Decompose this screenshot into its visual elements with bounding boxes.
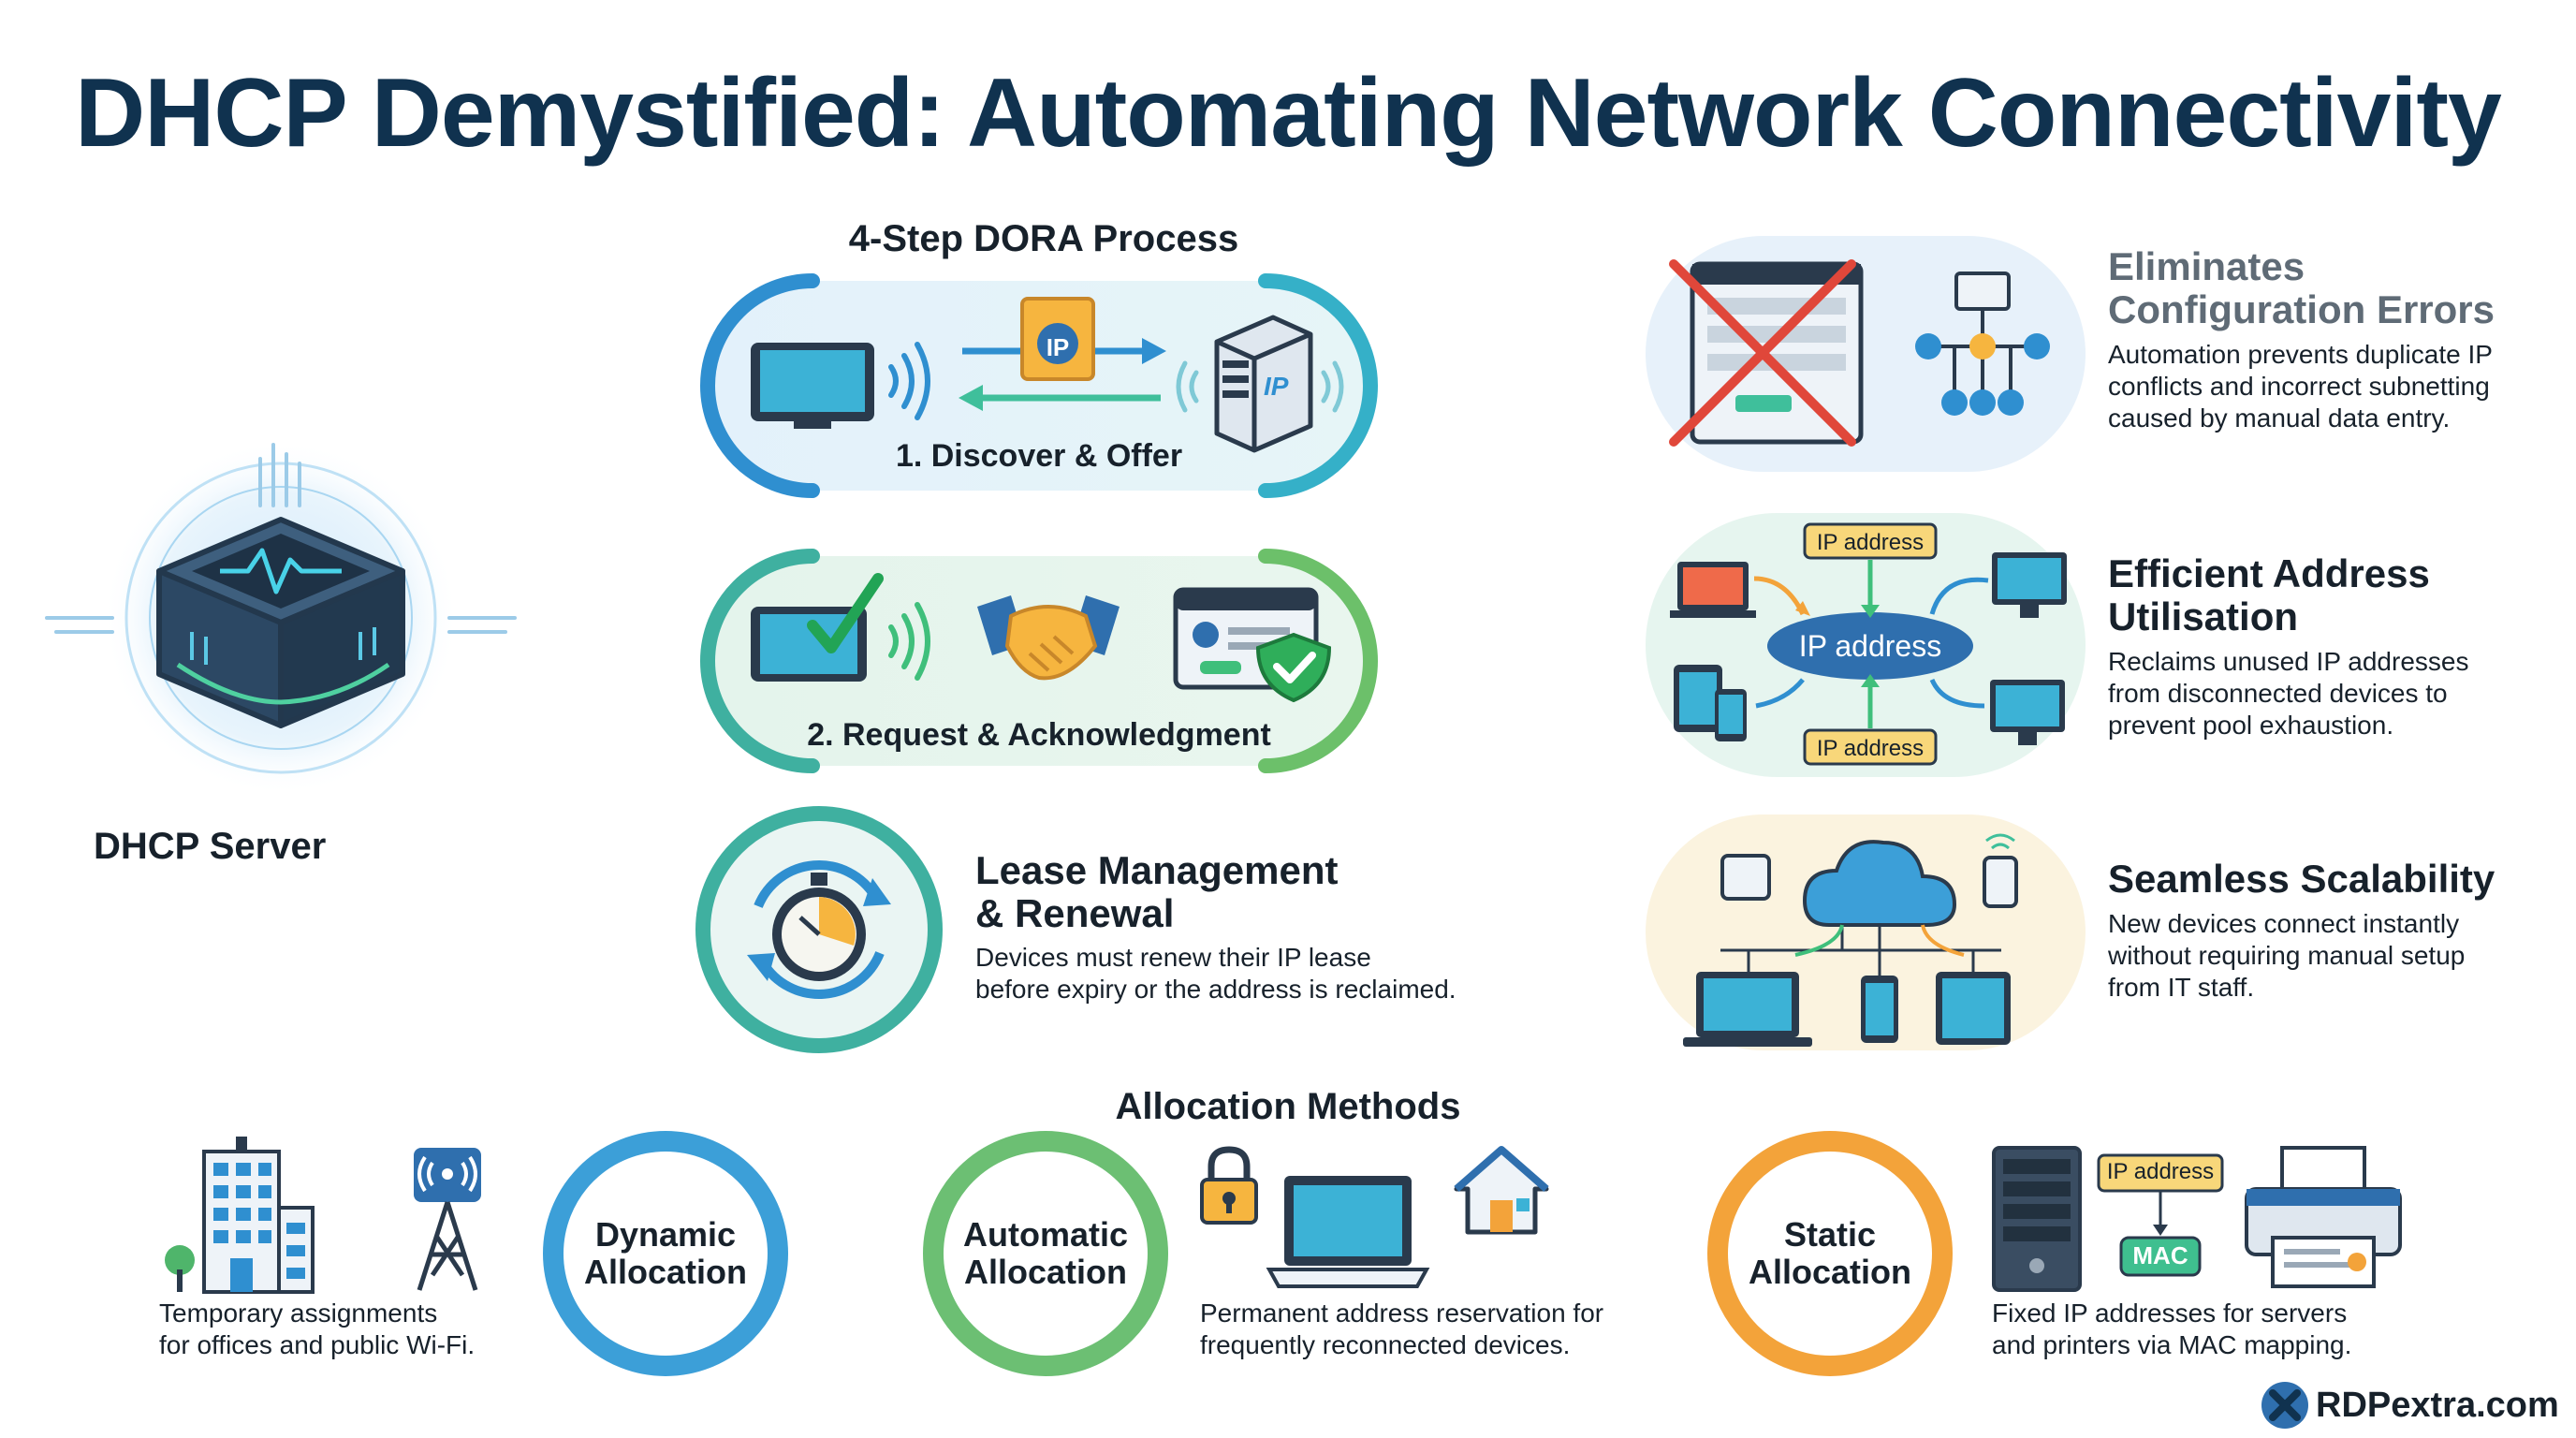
benefit-scalability-desc-line2: without requiring manual setup: [2108, 941, 2466, 970]
ip-document-badge: IP: [1046, 333, 1070, 361]
benefit-utilisation-title-line2: Utilisation: [2108, 594, 2299, 638]
signal-waves-icon: [888, 342, 930, 420]
brand-name: RDPextra.com: [2316, 1386, 2559, 1425]
dynamic-allocation-line2: Allocation: [583, 1253, 747, 1291]
dynamic-allocation-line1: Dynamic: [594, 1215, 737, 1254]
benefit-scalability-title: Seamless Scalability: [2108, 857, 2496, 901]
dora-step1-pill: [700, 273, 1378, 498]
server-tower-icon: [1214, 315, 1313, 453]
printer-icon: [2245, 1146, 2402, 1288]
static-mac-tag: MAC: [2132, 1241, 2188, 1269]
ip-mac-mapping-icon: [2097, 1153, 2224, 1277]
benefit-utilisation-card: [1646, 513, 2086, 777]
lease-desc-line2: before expiry or the address is reclaime…: [975, 975, 1456, 1004]
automatic-allocation-ring: Automatic Allocation: [923, 1131, 1168, 1376]
home-icon: [1454, 1146, 1549, 1235]
lease-desc-line1: Devices must renew their IP lease: [975, 943, 1371, 972]
static-allocation-ring: Static Allocation: [1707, 1131, 1953, 1376]
office-building-icon: [165, 1137, 315, 1294]
padlock-icon: [1200, 1146, 1258, 1225]
rdpextra-logo-icon: [2261, 1382, 2308, 1429]
dynamic-desc-line1: Temporary assignments: [159, 1299, 438, 1328]
dora-heading: 4-Step DORA Process: [848, 218, 1239, 259]
dhcp-server-icon: [45, 440, 517, 796]
benefit-errors-desc-line2: conflicts and incorrect subnetting: [2108, 372, 2490, 401]
automatic-desc-line1: Permanent address reservation for: [1200, 1299, 1604, 1328]
laptop-icon: [751, 343, 874, 429]
dynamic-allocation-ring: Dynamic Allocation: [543, 1131, 788, 1376]
handshake-icon: [977, 595, 1120, 681]
dhcp-server-label: DHCP Server: [94, 826, 327, 867]
automatic-allocation-line2: Allocation: [963, 1253, 1127, 1291]
automatic-desc-line2: frequently reconnected devices.: [1200, 1330, 1571, 1359]
laptop-automatic-icon: [1266, 1176, 1430, 1288]
lease-title-line2: & Renewal: [975, 891, 1175, 935]
utilisation-center-label: IP address: [1798, 629, 1942, 663]
server-ip-badge: IP: [1264, 372, 1289, 401]
benefit-utilisation-title-line1: Efficient Address: [2108, 551, 2430, 595]
static-desc-line2: and printers via MAC mapping.: [1992, 1330, 2352, 1359]
dora-step1-label: 1. Discover & Offer: [895, 438, 1183, 474]
signal-waves-green-icon: [888, 602, 930, 681]
wifi-tower-icon: [414, 1148, 481, 1291]
benefit-errors-desc-line3: caused by manual data entry.: [2108, 404, 2451, 433]
dynamic-desc-line2: for offices and public Wi-Fi.: [159, 1330, 476, 1359]
offer-arrows-icon: [959, 297, 1166, 411]
benefit-errors-title-line2: Configuration Errors: [2108, 287, 2496, 331]
lease-timer-icon: [695, 806, 943, 1053]
utilisation-bottom-tag: IP address: [1816, 736, 1925, 761]
lease-title-line1: Lease Management: [975, 848, 1339, 892]
static-allocation-line1: Static: [1783, 1215, 1877, 1254]
utilisation-top-tag: IP address: [1816, 530, 1925, 555]
dora-step2-label: 2. Request & Acknowledgment: [807, 717, 1271, 753]
page-title: DHCP Demystified: Automating Network Con…: [75, 59, 2502, 168]
benefit-errors-card: [1646, 236, 2086, 472]
static-desc-line1: Fixed IP addresses for servers: [1992, 1299, 2348, 1328]
allocation-heading: Allocation Methods: [1115, 1086, 1461, 1127]
benefit-scalability-desc-line3: from IT staff.: [2108, 973, 2255, 1002]
server-rack-icon: [1992, 1146, 2082, 1292]
static-allocation-line2: Allocation: [1748, 1253, 1911, 1291]
benefit-errors-title-line1: Eliminates: [2108, 244, 2305, 288]
benefit-utilisation-desc-line1: Reclaims unused IP addresses: [2108, 647, 2469, 676]
signal-waves-small-icon: [1176, 360, 1199, 413]
automatic-allocation-line1: Automatic: [962, 1215, 1128, 1254]
browser-shield-icon: [1173, 587, 1332, 703]
benefit-utilisation-desc-line2: from disconnected devices to: [2108, 679, 2448, 708]
benefit-scalability-desc-line1: New devices connect instantly: [2108, 909, 2460, 938]
static-ip-tag: IP address: [2106, 1159, 2215, 1184]
benefit-errors-desc-line1: Automation prevents duplicate IP: [2108, 340, 2493, 369]
signal-waves-right-icon: [1321, 360, 1344, 413]
benefit-utilisation-desc-line3: prevent pool exhaustion.: [2108, 711, 2394, 740]
laptop-check-icon: [751, 573, 884, 682]
benefit-scalability-card: [1646, 814, 2086, 1050]
